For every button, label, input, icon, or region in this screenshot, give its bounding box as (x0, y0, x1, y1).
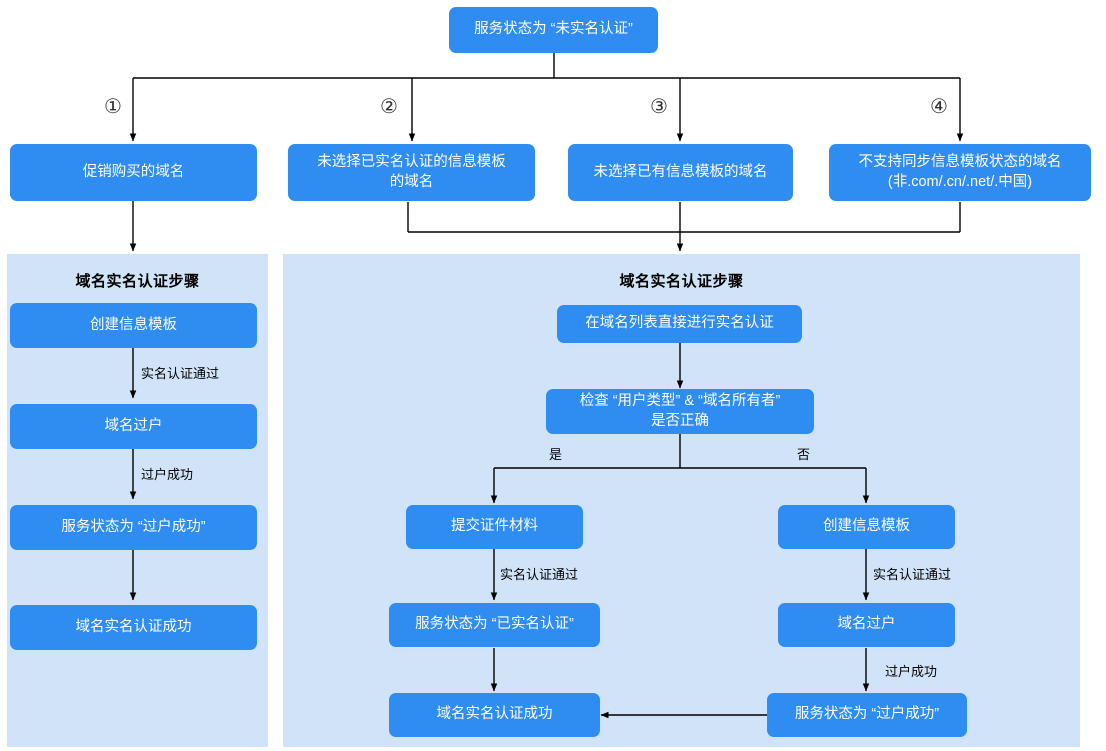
node-root-status[interactable]: 服务状态为 “未实名认证” (449, 7, 658, 53)
left-panel-title: 域名实名认证步骤 (75, 273, 200, 290)
edge-label-left-transfer-success: 过户成功 (141, 467, 194, 482)
branch-marker-1: ① (104, 96, 122, 118)
node-branch-no-existing-template[interactable]: 未选择已有信息模板的域名 (568, 144, 793, 201)
branch-marker-2: ② (380, 96, 398, 118)
node-right-verify-in-domain-list[interactable]: 在域名列表直接进行实名认证 (557, 305, 802, 343)
node-no-domain-transfer[interactable]: 域名过户 (778, 603, 955, 647)
node-branch-unsupported-sync[interactable]: 不支持同步信息模板状态的域名 (非.com/.cn/.net/.中国) (829, 144, 1091, 201)
edge-label-left-verify-passed: 实名认证通过 (141, 366, 220, 381)
branch-marker-4: ④ (930, 96, 948, 118)
node-yes-verification-success[interactable]: 域名实名认证成功 (389, 693, 600, 737)
node-yes-status-verified[interactable]: 服务状态为 “已实名认证” (389, 603, 600, 647)
node-branch-promo-domain[interactable]: 促销购买的域名 (10, 144, 257, 201)
right-panel-title: 域名实名认证步骤 (619, 273, 744, 290)
decision-branch-label-yes: 是 (549, 447, 563, 462)
decision-branch-label-no: 否 (797, 447, 811, 462)
branch-marker-3: ③ (650, 96, 668, 118)
edge-label-no-verify-passed: 实名认证通过 (873, 567, 952, 582)
node-branch-no-verified-template[interactable]: 未选择已实名认证的信息模板 的域名 (288, 144, 535, 201)
node-yes-submit-documents[interactable]: 提交证件材料 (406, 505, 583, 549)
edge-label-yes-verify-passed: 实名认证通过 (500, 567, 579, 582)
node-no-create-template[interactable]: 创建信息模板 (778, 505, 955, 549)
node-left-create-template[interactable]: 创建信息模板 (10, 303, 257, 348)
node-left-status-transfer-success[interactable]: 服务状态为 “过户成功” (10, 505, 257, 550)
node-left-domain-transfer[interactable]: 域名过户 (10, 404, 257, 449)
node-left-verification-success[interactable]: 域名实名认证成功 (10, 605, 257, 650)
node-right-check-decision[interactable]: 检查 “用户类型” & “域名所有者” 是否正确 (546, 389, 814, 434)
node-no-status-transfer-success[interactable]: 服务状态为 “过户成功” (767, 693, 967, 737)
edge-label-no-transfer-success: 过户成功 (885, 664, 938, 679)
